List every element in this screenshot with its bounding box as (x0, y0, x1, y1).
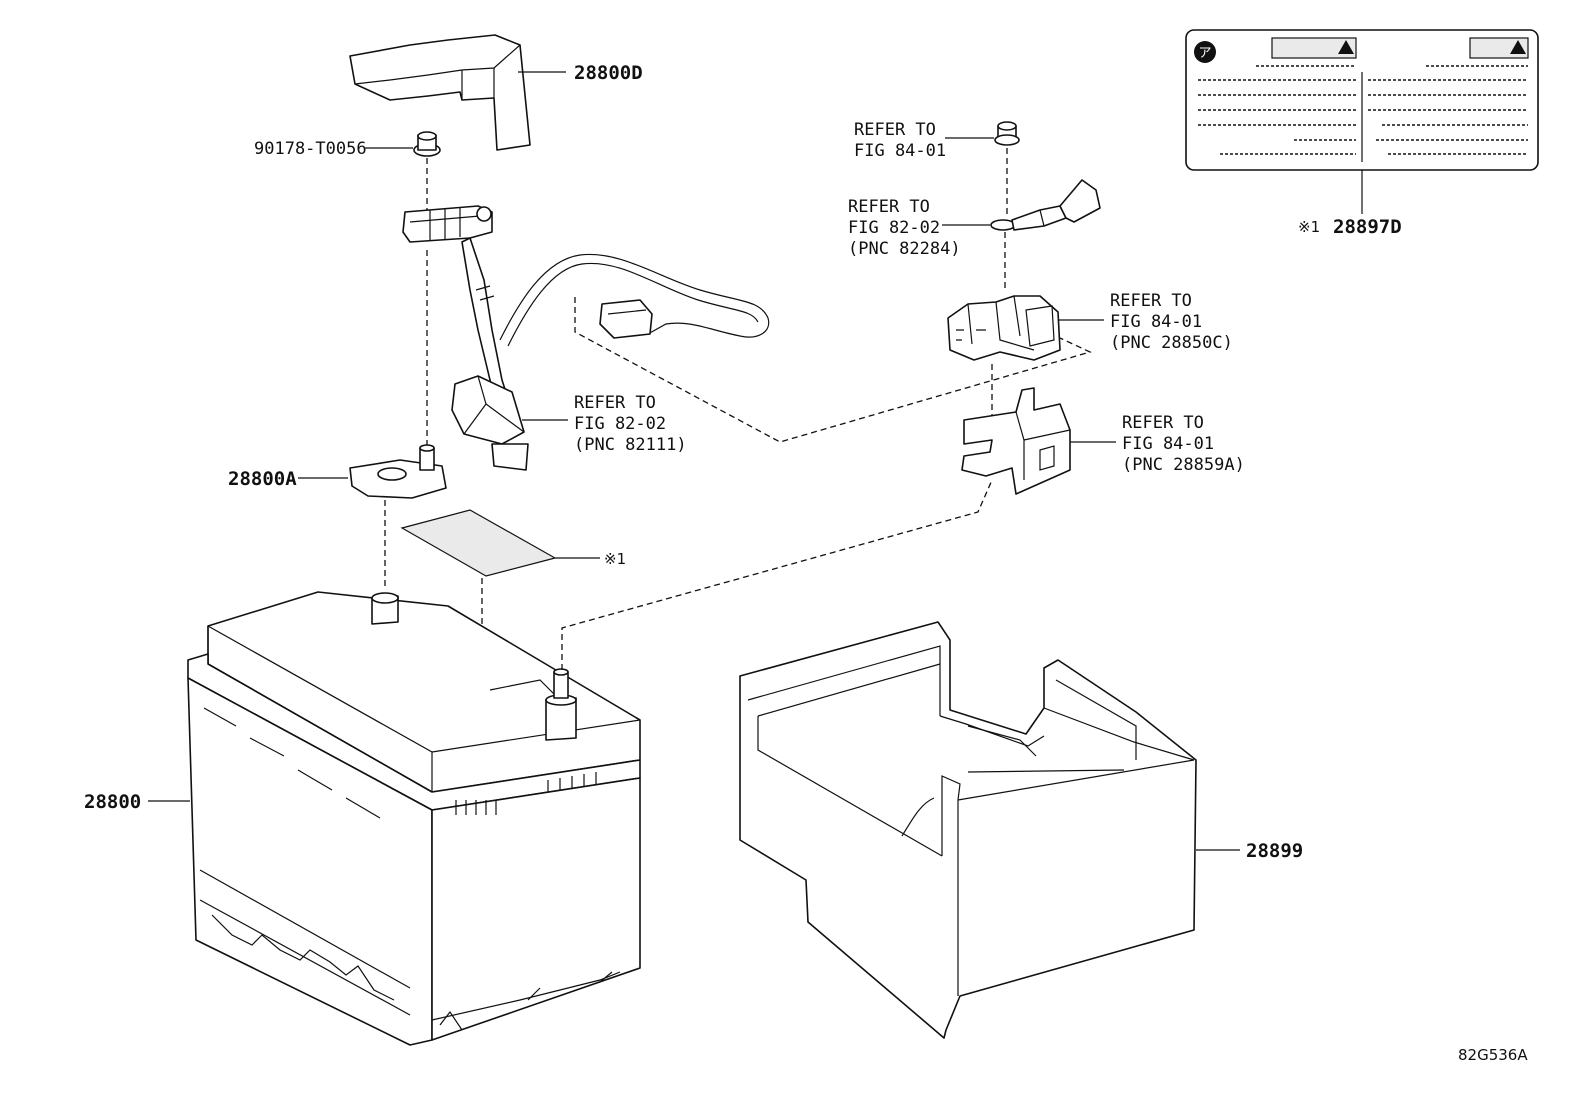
label-note1: ※1 (604, 550, 626, 568)
positive-cable-eyelet[interactable] (990, 179, 1101, 231)
ref5-line3: (PNC 28859A) (1122, 455, 1245, 475)
ref5-line2: FIG 84-01 (1122, 434, 1214, 454)
assembly-line-harness (574, 297, 1092, 443)
nut-90178-t0056[interactable] (413, 131, 441, 157)
assembly-line-positive (561, 479, 993, 670)
nut-ref-84-01[interactable] (994, 121, 1020, 146)
figure-code: 82G536A (1458, 1046, 1528, 1064)
label-28897d: 28897D (1333, 216, 1402, 238)
ref1-line3: (PNC 82111) (574, 435, 687, 455)
ref4-line1: REFER TO (1110, 291, 1192, 311)
negative-cable-sensor[interactable] (402, 205, 770, 471)
warning-label-28897d[interactable]: ア (1185, 29, 1539, 171)
ref1-line1: REFER TO (574, 393, 656, 413)
ref3-line1: REFER TO (848, 197, 930, 217)
bracket-28859a[interactable] (961, 387, 1071, 495)
label-sheet-note1[interactable] (400, 509, 557, 577)
label-28800a: 28800A (228, 468, 297, 490)
warning-triangle-icon-right (1510, 40, 1526, 54)
battery-28800[interactable] (187, 591, 641, 1046)
label-28800: 28800 (84, 791, 141, 813)
ref2-line2: FIG 84-01 (854, 141, 946, 161)
label-note1-prefix: ※1 (1298, 218, 1320, 236)
warning-header-left (1271, 37, 1357, 59)
warning-triangle-icon-left (1338, 40, 1354, 54)
label-28800d: 28800D (574, 62, 643, 84)
terminal-clamp-28800a[interactable] (349, 444, 447, 499)
ref3-line3: (PNC 82284) (848, 239, 961, 259)
ref4-line3: (PNC 28850C) (1110, 333, 1233, 353)
battery-tray-28899[interactable] (739, 621, 1197, 1039)
ref4-line2: FIG 84-01 (1110, 312, 1202, 332)
terminal-block-28850c[interactable] (947, 295, 1061, 361)
label-28899: 28899 (1246, 840, 1303, 862)
label-90178-t0056: 90178-T0056 (254, 139, 367, 159)
label-badge-icon (1194, 41, 1216, 63)
ref2-line1: REFER TO (854, 120, 936, 140)
ref1-line2: FIG 82-02 (574, 414, 666, 434)
terminal-cover-28800d[interactable] (349, 34, 531, 151)
label-badge-text: ア (1198, 46, 1211, 61)
ref5-line1: REFER TO (1122, 413, 1204, 433)
ref3-line2: FIG 82-02 (848, 218, 940, 238)
